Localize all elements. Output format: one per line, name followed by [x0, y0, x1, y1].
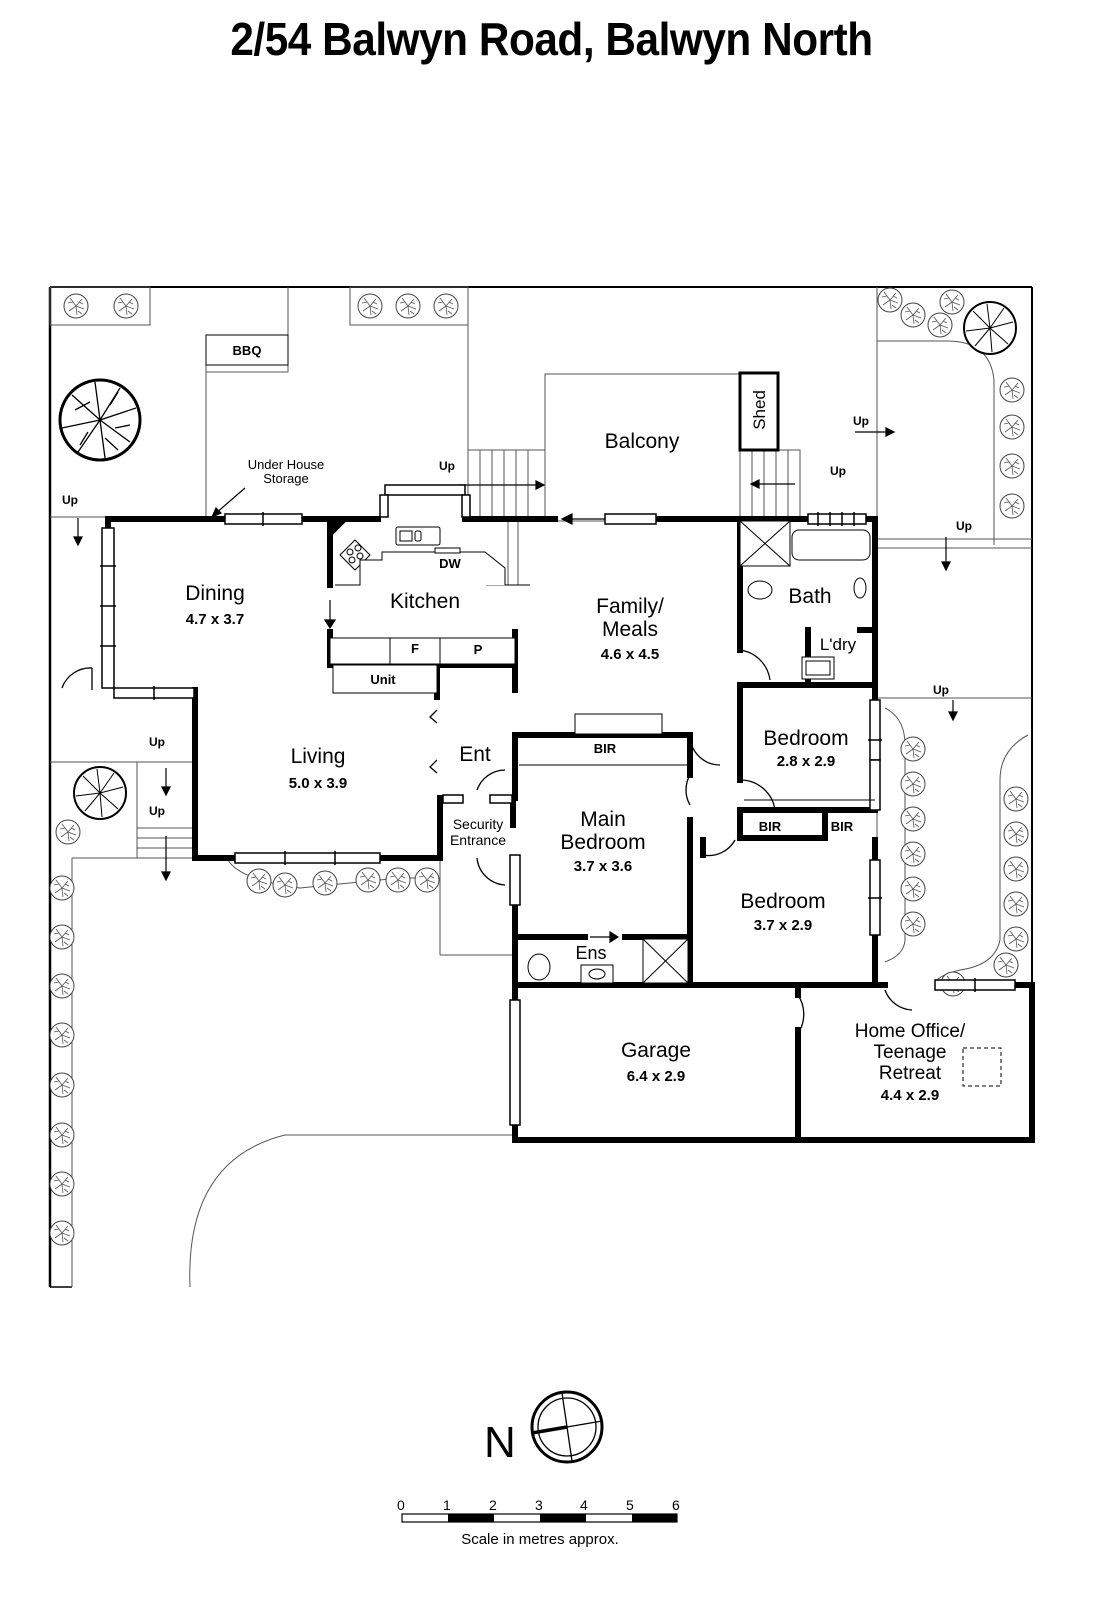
up-label: Up — [933, 683, 949, 697]
room-label-shed: Shed — [750, 390, 770, 430]
room-label-office-3: Retreat — [878, 1063, 942, 1084]
room-label-bedroom-2: Bedroom — [763, 727, 849, 750]
room-dims-dining: 4.7 x 3.7 — [185, 611, 245, 628]
room-label-bath: Bath — [788, 585, 832, 608]
room-label-main-bedroom-2: Bedroom — [560, 831, 646, 854]
fixture-label-pantry: P — [473, 642, 483, 657]
north-compass — [530, 1390, 604, 1464]
room-label-family-2: Meals — [601, 618, 659, 641]
room-label-office-2: Teenage — [873, 1042, 947, 1063]
room-label-security-2: Entrance — [449, 832, 507, 848]
room-dims-family: 4.6 x 4.5 — [600, 646, 660, 663]
windows — [100, 484, 1016, 1126]
north-label: N — [484, 1418, 516, 1467]
fixture-label-dishwasher: DW — [439, 556, 461, 571]
direction-arrows — [73, 427, 958, 944]
room-label-ensuite: Ens — [575, 943, 607, 963]
storage-label-2: Storage — [263, 471, 309, 486]
fixture-label-bir-bedroom-2: BIR — [830, 819, 854, 834]
scale-tick-1: 1 — [443, 1497, 451, 1513]
room-label-office-1: Home Office/ — [854, 1021, 966, 1042]
room-label-living: Living — [290, 745, 346, 768]
doors — [61, 649, 913, 1031]
room-label-entry: Ent — [459, 743, 491, 766]
room-dims-bedroom-2: 2.8 x 2.9 — [776, 753, 836, 770]
scale-caption: Scale in metres approx. — [461, 1531, 619, 1548]
room-label-family-1: Family/ — [596, 595, 664, 618]
fixture-label-bbq: BBQ — [232, 343, 262, 358]
up-label: Up — [149, 804, 165, 818]
room-label-garage: Garage — [620, 1039, 692, 1062]
storage-label-1: Under House — [247, 457, 325, 472]
room-dims-living: 5.0 x 3.9 — [288, 775, 348, 792]
fixture-label-fridge: F — [411, 641, 419, 656]
fixture-label-bir-bedroom-3: BIR — [758, 819, 782, 834]
up-label: Up — [439, 459, 455, 473]
room-dims-garage: 6.4 x 2.9 — [626, 1068, 686, 1085]
room-label-kitchen: Kitchen — [389, 590, 461, 613]
property-address-title: 2/54 Balwyn Road, Balwyn North — [230, 13, 873, 65]
room-label-dining: Dining — [185, 582, 245, 605]
scale-tick-6: 6 — [672, 1497, 680, 1513]
up-label: Up — [149, 735, 165, 749]
room-label-security-1: Security — [452, 816, 504, 832]
scale-tick-5: 5 — [626, 1497, 634, 1513]
up-label: Up — [956, 519, 972, 533]
scale-tick-4: 4 — [580, 1497, 588, 1513]
room-label-main-bedroom-1: Main — [580, 808, 626, 831]
up-label: Up — [62, 493, 78, 507]
room-dims-bedroom-3: 3.7 x 2.9 — [753, 917, 813, 934]
room-dims-main-bedroom: 3.7 x 3.6 — [573, 858, 633, 875]
scale-bar — [401, 1513, 678, 1523]
room-dims-office: 4.4 x 2.9 — [880, 1087, 940, 1104]
fixtures — [205, 334, 1002, 1087]
room-label-balcony: Balcony — [604, 430, 680, 453]
fixture-label-unit: Unit — [370, 672, 396, 687]
up-label: Up — [830, 464, 846, 478]
site-boundary — [48, 286, 1033, 1288]
room-label-bedroom-3: Bedroom — [740, 890, 826, 913]
fixture-label-bir-main: BIR — [593, 741, 617, 756]
room-label-laundry: L'dry — [819, 635, 857, 654]
scale-tick-2: 2 — [489, 1497, 497, 1513]
scale-tick-0: 0 — [397, 1497, 405, 1513]
scale-tick-3: 3 — [535, 1497, 543, 1513]
up-label: Up — [853, 414, 869, 428]
